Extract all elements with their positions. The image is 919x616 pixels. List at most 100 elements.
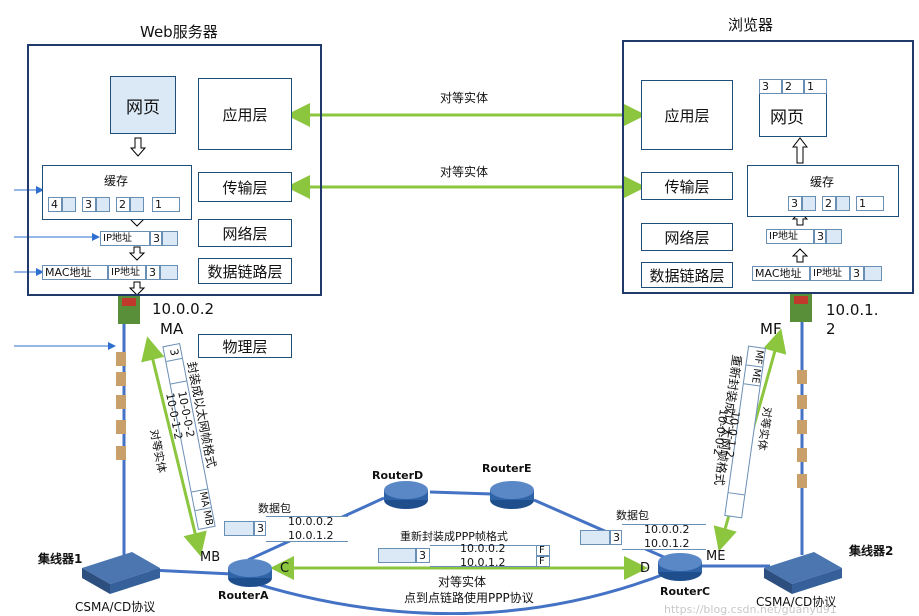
- packet-right-label: 数据包: [616, 509, 649, 522]
- right-mac: MF: [760, 320, 782, 338]
- browser-ip-num: 3: [814, 229, 826, 244]
- right-ip-2: 2: [826, 320, 836, 338]
- ppp-num: 3: [416, 548, 430, 563]
- left-proto: CSMA/CD协议: [75, 600, 156, 614]
- ppp-flag-1: F: [536, 545, 550, 556]
- server-ip-num: 3: [150, 231, 162, 246]
- router-d-label: RouterD: [372, 469, 424, 482]
- browser-webpage: 网页: [770, 108, 804, 128]
- browser-mac-ip-seg: IP地址: [810, 266, 850, 281]
- server-cache-seg: 1: [152, 197, 180, 212]
- browser-cache-seg-fill: [802, 196, 816, 211]
- server-webpage: 网页: [110, 76, 176, 134]
- left-frame-mb: MB: [200, 509, 215, 527]
- browser-pkt-seg: 2: [782, 79, 804, 94]
- server-cache-seg-fill: [130, 197, 144, 212]
- packet-left-label: 数据包: [258, 502, 291, 515]
- packet-right-ip1: 10.0.0.2: [644, 523, 690, 536]
- ppp-flag-2: F: [536, 556, 550, 567]
- left-ip: 10.0.0.2: [152, 300, 215, 318]
- hub-right-icon: [764, 552, 842, 594]
- server-mac-fill: [160, 265, 178, 280]
- right-proto: CSMA/CD协议: [756, 595, 837, 609]
- server-datalink-layer: 数据链路层: [198, 258, 292, 284]
- nic-left: [118, 294, 140, 324]
- browser-ip-fill: [826, 229, 842, 244]
- browser-mac-fill: [864, 266, 882, 281]
- router-d-icon: [384, 481, 428, 509]
- server-app-layer: 应用层: [198, 78, 292, 150]
- packet-left-fill: [224, 521, 254, 536]
- router-a-label: RouterA: [218, 589, 269, 602]
- ppp-proto: 点到点链路使用PPP协议: [404, 591, 534, 605]
- ppp-ip2: 10.0.1.2: [460, 556, 506, 569]
- left-port: MB: [200, 550, 221, 565]
- right-hub-label: 集线器2: [849, 544, 894, 558]
- hub-left-icon: [82, 552, 160, 594]
- server-cache-seg-fill: [62, 197, 76, 212]
- packet-right-fill: [580, 530, 610, 545]
- left-hub-label: 集线器1: [38, 552, 83, 566]
- router-e-label: RouterE: [482, 462, 532, 475]
- browser-pkt-seg: 1: [804, 79, 827, 94]
- server-cache-seg: 2: [116, 197, 130, 212]
- browser-mac-seg: MAC地址: [752, 266, 810, 281]
- browser-cache-label: 缓存: [810, 175, 835, 189]
- router-c-label: RouterC: [660, 585, 711, 598]
- browser-mac-ip-num: 3: [850, 266, 864, 281]
- right-frame-me: ME: [743, 365, 763, 387]
- router-c-icon: [658, 553, 702, 581]
- server-cache-seg: 3: [82, 197, 96, 212]
- packet-right-num: 3: [610, 530, 622, 545]
- server-title: Web服务器: [140, 23, 218, 41]
- browser-cache-seg: 3: [788, 196, 802, 211]
- right-ip-1: 10.0.1.: [826, 301, 879, 319]
- server-ip-seg: IP地址: [100, 231, 150, 246]
- ppp-fill: [378, 548, 416, 563]
- server-ip-fill: [162, 231, 178, 246]
- browser-cache-seg: 1: [856, 196, 884, 211]
- browser-transport-layer: 传输层: [641, 172, 733, 200]
- right-frame-mf: MF: [746, 346, 765, 368]
- ppp-ip1: 10.0.0.2: [460, 542, 506, 555]
- left-cable: [116, 320, 126, 557]
- browser-panel: [622, 40, 914, 294]
- nic-right: [790, 292, 812, 322]
- server-mac-ip-seg: IP地址: [108, 265, 146, 280]
- packet-left-ip2: 10.0.1.2: [288, 529, 334, 542]
- left-peer-arrow: [141, 336, 207, 557]
- browser-ip-seg: IP地址: [766, 229, 814, 244]
- hollow-arrows: [128, 137, 809, 296]
- physical-layer: 物理层: [198, 334, 292, 358]
- transport-peer-label: 对等实体: [440, 165, 489, 179]
- router-a-icon: [228, 559, 272, 587]
- browser-app-layer: 应用层: [641, 80, 733, 150]
- packet-right-body: [622, 524, 706, 550]
- packet-left-ip1: 10.0.0.2: [288, 515, 334, 528]
- browser-pkt-seg: 3: [759, 79, 782, 94]
- server-cache-seg: 4: [48, 197, 62, 212]
- router-e-icon: [490, 481, 534, 509]
- right-cable: [797, 320, 807, 555]
- server-cache-label: 缓存: [104, 174, 129, 188]
- browser-cache-seg: 2: [822, 196, 836, 211]
- app-peer-label: 对等实体: [440, 91, 489, 105]
- packet-right-ip2: 10.0.1.2: [644, 537, 690, 550]
- packet-left-body: [266, 516, 348, 542]
- browser-cache-seg-fill: [836, 196, 850, 211]
- port-c: C: [280, 561, 290, 576]
- server-network-layer: 网络层: [198, 219, 292, 247]
- browser-datalink-layer: 数据链路层: [641, 262, 733, 288]
- server-transport-layer: 传输层: [198, 172, 292, 202]
- ppp-peer-label: 对等实体: [438, 575, 487, 589]
- left-mac: MA: [160, 320, 184, 338]
- server-mac-ip-num: 3: [146, 265, 160, 280]
- browser-network-layer: 网络层: [641, 223, 733, 251]
- server-mac-seg: MAC地址: [42, 265, 108, 280]
- ppp-label: 重新封装成PPP帧格式: [400, 530, 508, 543]
- packet-left-num: 3: [254, 521, 266, 536]
- browser-title: 浏览器: [728, 16, 774, 34]
- watermark: https://blog.csdn.net/guanyu91: [664, 603, 837, 616]
- server-panel: [27, 44, 322, 296]
